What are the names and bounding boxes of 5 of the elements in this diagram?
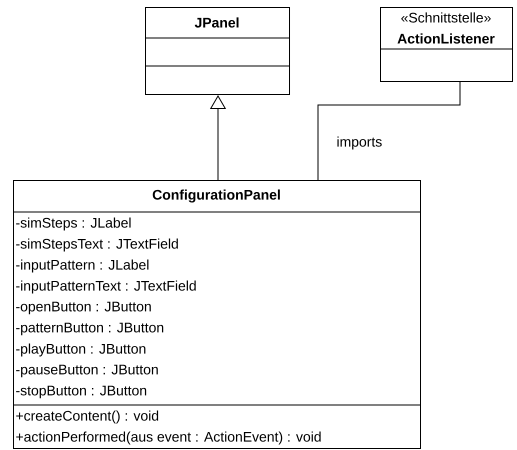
- class-box: ConfigurationPanel -simSteps : JLabel -simStepsText : JTextField -inputPattern : JLabel -inputPatternText : JTextField -openButton : JButton -patternButton : JButton -playButton : JButton -pauseButton : JButton -stopButton : JButton +createContent() : void +actionPerformed(aus event : ActionEvent) : void: [12, 180, 421, 449]
- edge-label: imports: [336, 136, 384, 150]
- class-box: «Schnittstelle» ActionListener: [380, 7, 513, 82]
- connector: [318, 82, 460, 180]
- class-box: JPanel: [144, 7, 290, 95]
